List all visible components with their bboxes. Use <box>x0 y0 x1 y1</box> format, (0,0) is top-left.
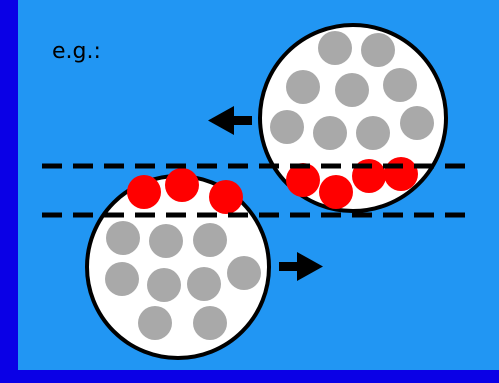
highlight-particle <box>319 175 353 209</box>
neutral-particle <box>400 106 434 140</box>
upper-grain <box>260 25 446 211</box>
neutral-particle <box>383 68 417 102</box>
highlight-particle <box>127 175 161 209</box>
neutral-particle <box>147 268 181 302</box>
neutral-particle <box>149 224 183 258</box>
neutral-particle <box>335 73 369 107</box>
neutral-particle <box>187 267 221 301</box>
neutral-particle <box>361 33 395 67</box>
neutral-particle <box>313 116 347 150</box>
neutral-particle <box>356 116 390 150</box>
highlight-particle <box>209 180 243 214</box>
caption-text: e.g.: <box>52 39 101 64</box>
neutral-particle <box>105 262 139 296</box>
neutral-particle <box>227 256 261 290</box>
neutral-particle <box>286 70 320 104</box>
neutral-particle <box>270 110 304 144</box>
highlight-particle <box>384 157 418 191</box>
neutral-particle <box>193 306 227 340</box>
neutral-particle <box>138 306 172 340</box>
highlight-particle <box>165 168 199 202</box>
neutral-particle <box>318 31 352 65</box>
neutral-particle <box>193 223 227 257</box>
neutral-particle <box>106 221 140 255</box>
